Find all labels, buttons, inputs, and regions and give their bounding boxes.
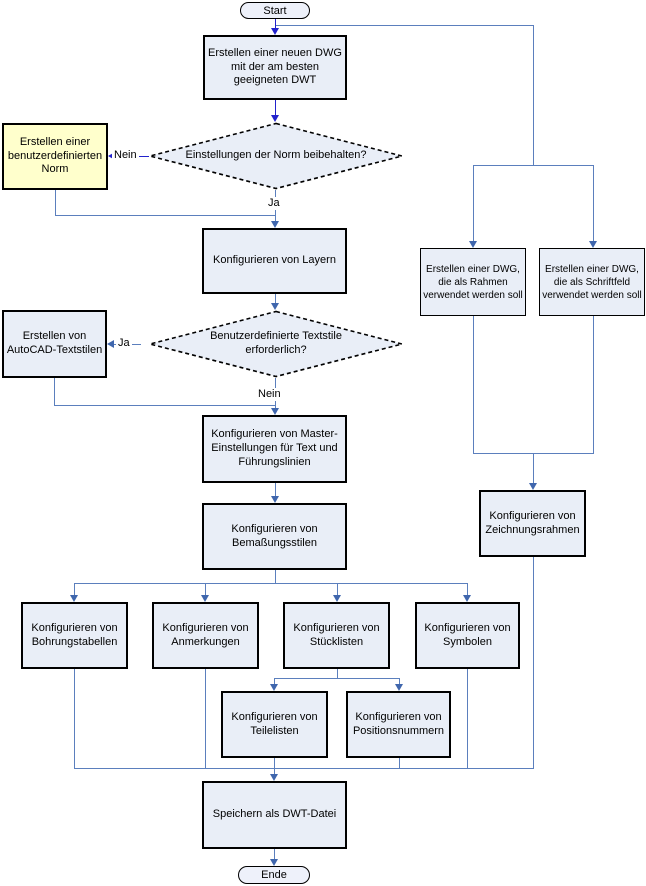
arrowhead-icon <box>271 115 279 122</box>
arrowhead-icon <box>271 496 279 503</box>
connector-line <box>533 453 534 484</box>
connector-line <box>274 678 275 685</box>
decision-diamond-shape <box>149 122 403 190</box>
connector-line <box>54 378 55 405</box>
arrowhead-icon <box>107 340 114 348</box>
node-configure-hole-tables: Konfigurieren von Bohrungstabellen <box>21 602 128 669</box>
connector-line <box>473 165 594 166</box>
connector-line <box>337 669 338 679</box>
decision-diamond-shape <box>149 310 403 378</box>
node-create-dwg-titleblock: Erstellen einer DWG, die als Schriftfeld… <box>539 248 645 316</box>
connector-line <box>275 18 276 29</box>
connector-line <box>55 190 56 215</box>
node-configure-dimension-styles: Konfigurieren von Bemaßungsstilen <box>202 503 347 570</box>
arrowhead-icon <box>529 483 537 490</box>
connector-line <box>467 583 468 596</box>
arrowhead-icon <box>270 684 278 691</box>
node-create-autocad-textstyles: Erstellen von AutoCAD-Textstilen <box>2 310 107 378</box>
node-create-dwg-frame: Erstellen einer DWG, die als Rahmen verw… <box>420 248 526 316</box>
connector-line <box>74 583 468 584</box>
node-configure-bom-lists: Konfigurieren von Stücklisten <box>283 602 390 669</box>
node-configure-drawing-frames: Konfigurieren von Zeichnungsrahmen <box>479 490 586 557</box>
connector-line <box>205 583 206 596</box>
arrowhead-icon <box>201 595 209 602</box>
node-create-custom-norm: Erstellen einer benutzerdefinierten Norm <box>2 123 108 190</box>
arrowhead-icon <box>469 241 477 248</box>
edge-label-nein: Nein <box>112 149 139 162</box>
connector-line <box>205 669 206 769</box>
arrowhead-icon <box>395 684 403 691</box>
connector-line <box>54 405 275 406</box>
connector-line <box>74 583 75 596</box>
connector-line <box>275 483 276 497</box>
arrowhead-icon <box>270 859 278 866</box>
connector-line <box>274 758 275 775</box>
connector-line <box>399 758 400 769</box>
arrowhead-icon <box>463 595 471 602</box>
node-create-new-dwg: Erstellen einer neuen DWG mit der am bes… <box>203 35 347 100</box>
arrowhead-icon <box>333 595 341 602</box>
connector-line <box>275 25 533 26</box>
terminator-end: Ende <box>238 866 310 884</box>
connector-line <box>473 316 474 453</box>
node-configure-master-settings: Konfigurieren von Master-Einstellungen f… <box>202 415 347 483</box>
arrowhead-icon <box>271 28 279 35</box>
connector-line <box>74 768 534 769</box>
edge-label-ja: Ja <box>266 197 282 210</box>
connector-line <box>337 583 338 596</box>
connector-line <box>275 100 276 116</box>
arrowhead-icon <box>271 303 279 310</box>
arrowhead-icon <box>271 408 279 415</box>
connector-line <box>593 165 594 242</box>
node-configure-parts-lists: Konfigurieren von Teilelisten <box>221 691 328 758</box>
edge-label-nein: Nein <box>256 388 283 401</box>
connector-line <box>275 294 276 304</box>
connector-line <box>593 316 594 453</box>
connector-line <box>399 678 400 685</box>
decision-keep-norm-settings: Einstellungen der Norm beibehalten? <box>148 122 404 190</box>
connector-line <box>274 678 400 679</box>
connector-line <box>533 25 534 165</box>
connector-line <box>275 570 276 584</box>
connector-line <box>55 215 275 216</box>
node-configure-layers: Konfigurieren von Layern <box>202 228 347 294</box>
connector-line <box>467 669 468 769</box>
arrowhead-icon <box>271 221 279 228</box>
node-configure-symbols: Konfigurieren von Symbolen <box>415 602 520 669</box>
arrowhead-icon <box>70 595 78 602</box>
connector-line <box>533 557 534 769</box>
decision-custom-textstyles: Benutzerdefinierte Textstile erforderlic… <box>148 310 404 378</box>
connector-line <box>473 165 474 242</box>
node-save-as-dwt: Speichern als DWT-Datei <box>202 781 347 849</box>
terminator-start: Start <box>240 2 310 19</box>
decision-label: Einstellungen der Norm beibehalten? <box>185 149 367 162</box>
connector-line <box>274 849 275 860</box>
arrowhead-icon <box>270 774 278 781</box>
node-configure-annotations: Konfigurieren von Anmerkungen <box>152 602 259 669</box>
arrowhead-icon <box>589 241 597 248</box>
edge-label-ja: Ja <box>116 337 132 350</box>
node-configure-balloons: Konfigurieren von Positionsnummern <box>346 691 451 758</box>
arrowhead-icon <box>108 152 115 160</box>
decision-label: Benutzerdefinierte Textstile erforderlic… <box>210 330 342 356</box>
connector-line <box>74 669 75 769</box>
